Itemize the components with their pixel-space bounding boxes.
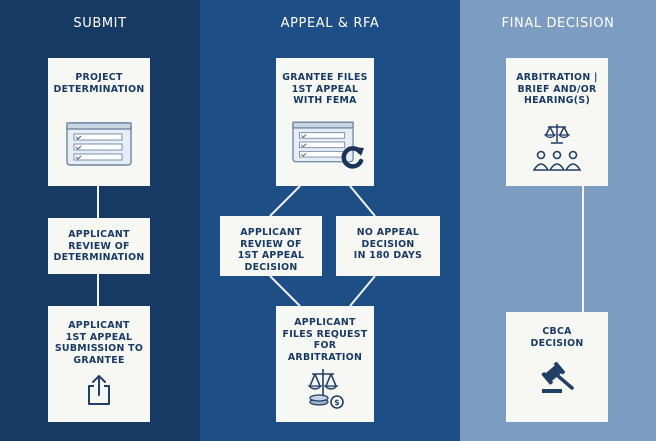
gavel-icon xyxy=(541,362,574,393)
box-line: PROJECT xyxy=(75,72,123,83)
connector-line xyxy=(269,275,301,307)
document-form-icon xyxy=(66,122,132,166)
connector-line xyxy=(97,186,99,218)
scales-with-money-icon: $ xyxy=(307,369,344,409)
share-upload-icon xyxy=(88,375,110,405)
connector-line xyxy=(349,185,376,217)
submit-column-title: SUBMIT xyxy=(73,16,127,31)
box-line: APPLICANT xyxy=(68,229,130,240)
first-appeal-submission-box: APPLICANT 1ST APPEAL SUBMISSION TO GRANT… xyxy=(48,306,150,422)
box-line: WITH FEMA xyxy=(293,95,357,106)
appeal-column-title: APPEAL & RFA xyxy=(280,16,380,31)
connector-line xyxy=(269,185,301,217)
cbca-decision-box: CBCA DECISION xyxy=(506,312,608,422)
box-line: DECISION xyxy=(244,261,298,273)
box-line: 1ST APPEAL xyxy=(65,331,133,343)
box-line: DECISION xyxy=(530,337,584,349)
svg-text:$: $ xyxy=(334,398,340,407)
connector-line xyxy=(97,274,99,306)
box-line: NO APPEAL xyxy=(356,227,420,238)
box-line: APPLICANT xyxy=(294,317,356,328)
connector-line xyxy=(349,275,376,307)
scales-of-justice-icon xyxy=(544,124,570,144)
box-line: HEARING(S) xyxy=(523,95,591,106)
project-determination-box: PROJECT DETERMINATION xyxy=(48,58,150,186)
no-appeal-decision-box: NO APPEAL DECISION IN 180 DAYS xyxy=(336,216,440,276)
box-line: GRANTEE FILES xyxy=(282,72,368,83)
box-line: ARBITRATION | xyxy=(516,72,598,83)
final-decision-column-title: FINAL DECISION xyxy=(501,16,615,31)
box-line: DECISION xyxy=(361,238,415,250)
box-line: ARBITRATION xyxy=(287,351,363,363)
box-line: APPLICANT xyxy=(240,227,302,238)
box-line: DETERMINATION xyxy=(53,83,145,95)
box-line: REVIEW OF xyxy=(68,240,130,252)
box-line: CBCA xyxy=(542,326,572,337)
box-line: REVIEW OF xyxy=(240,238,302,250)
refresh-icon xyxy=(341,146,364,169)
connector-line xyxy=(582,186,584,312)
arbitration-box: ARBITRATION | BRIEF AND/OR HEARING(S) xyxy=(506,58,608,186)
document-form-icon xyxy=(292,121,354,163)
box-line: DETERMINATION xyxy=(53,252,145,263)
box-line: 1ST APPEAL xyxy=(291,83,359,95)
applicant-review-box: APPLICANT REVIEW OF DETERMINATION xyxy=(48,218,150,274)
box-line: FILES REQUEST xyxy=(282,328,368,340)
files-request-box: APPLICANT FILES REQUEST FOR ARBITRATION … xyxy=(276,306,374,422)
box-line: BRIEF AND/OR xyxy=(517,83,597,95)
box-line: IN 180 DAYS xyxy=(353,250,423,261)
grantee-files-box: GRANTEE FILES 1ST APPEAL WITH FEMA xyxy=(276,58,374,186)
people-group-icon xyxy=(532,150,582,171)
box-line: SUBMISSION TO xyxy=(54,343,144,354)
box-line: APPLICANT xyxy=(68,320,130,331)
review-first-appeal-box: APPLICANT REVIEW OF 1ST APPEAL DECISION xyxy=(220,216,322,276)
box-line: 1ST APPEAL xyxy=(237,250,305,261)
box-line: GRANTEE xyxy=(73,354,125,366)
box-line: FOR xyxy=(313,340,337,351)
